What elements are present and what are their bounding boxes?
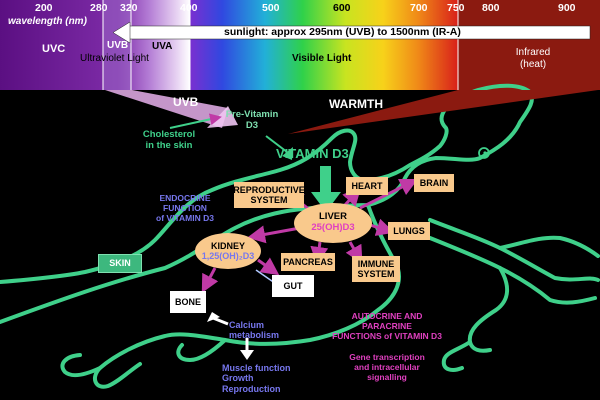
brain-box: BRAIN [414, 174, 454, 192]
immune-line2: SYSTEM [357, 269, 395, 279]
gut-box: GUT [272, 275, 314, 297]
uv-band [0, 0, 190, 90]
immune-line1: IMMUNE [357, 258, 395, 269]
muscle-label: Muscle function Growth Reproduction [222, 363, 291, 394]
ultraviolet-label: Ultraviolet Light [80, 53, 149, 64]
kidney-line1: KIDNEY [210, 240, 245, 251]
wavelength-label: wavelength (nm) [8, 16, 87, 27]
muscle-line2: Growth [222, 373, 254, 384]
pancreas-label: PANCREAS [283, 256, 333, 267]
calcium-arrow-shaft [212, 316, 229, 326]
skin-box: SKIN [98, 254, 142, 273]
gene-line2: and intracellular [354, 361, 420, 372]
muscle-line1: Muscle function [222, 363, 291, 373]
gene-label: Gene transcription and intracellular sig… [332, 352, 442, 382]
endocrine-line2: FUNCTION [163, 202, 207, 213]
heart-label: HEART [351, 180, 383, 191]
kidney-line2: 1,25(OH)₂D3 [201, 251, 255, 261]
lungs-label: LUNGS [393, 225, 425, 236]
calcium-line1: Calcium [229, 320, 265, 330]
tick-320: 320 [120, 2, 138, 14]
lizard-eye [478, 147, 490, 159]
brain-label: BRAIN [419, 177, 449, 188]
heart-box: HEART [346, 177, 388, 195]
tick-280: 280 [90, 2, 108, 14]
bone-box: BONE [170, 291, 206, 313]
tick-500: 500 [262, 2, 280, 14]
uvc-label: UVC [42, 43, 66, 55]
autocrine-line2: PARACRINE [362, 320, 412, 331]
uvb-beam [105, 90, 228, 128]
calcium-line2: metabolism [229, 330, 280, 341]
vitamin-d3-to-liver-arrow [311, 166, 341, 212]
muscle-line3: Reproduction [222, 383, 281, 394]
gene-line3: signalling [367, 371, 407, 382]
cholesterol-line2: in the skin [145, 139, 193, 151]
tick-800: 800 [482, 2, 500, 14]
uvb-band [103, 0, 131, 90]
autocrine-line3: FUNCTIONS of VITAMIN D3 [332, 330, 442, 341]
cholesterol-arrow [169, 113, 222, 129]
infrared-line2: (heat) [519, 58, 547, 70]
previtamin-line2: D3 [245, 119, 259, 131]
muscle-arrowhead [240, 350, 254, 360]
tick-200: 200 [35, 2, 53, 14]
endocrine-line3: of VITAMIN D3 [156, 212, 214, 223]
uvb-band-label: UVB [107, 40, 129, 51]
sunlight-label: sunlight: approx 295nm (UVB) to 1500nm (… [224, 26, 461, 38]
warmth-label: WARMTH [329, 97, 383, 111]
gene-line1: Gene transcription [349, 352, 425, 362]
visible-label: Visible Light [292, 53, 352, 64]
uvb-label: UVB [173, 95, 199, 109]
reproductive-line1: REPRODUCTIVE [233, 184, 305, 195]
autocrine-line1: AUTOCRINE AND [351, 311, 423, 321]
lizard-outline [0, 83, 600, 389]
reproductive-system-box: REPRODUCTIVE SYSTEM [233, 182, 305, 208]
cholesterol-line1: Cholesterol [142, 129, 196, 140]
tick-700: 700 [410, 2, 428, 14]
pancreas-box: PANCREAS [281, 253, 335, 271]
immune-system-box: IMMUNE SYSTEM [352, 256, 400, 282]
uva-label: UVA [152, 41, 173, 52]
infrared-band [458, 0, 600, 90]
liver-ellipse: LIVER 25(OH)D3 [294, 203, 372, 243]
previtamin-line1: Pre-Vitamin [225, 109, 279, 120]
liver-line2: 25(OH)D3 [311, 222, 355, 233]
endocrine-line1: ENDOCRINE [159, 193, 211, 203]
lungs-box: LUNGS [388, 222, 430, 240]
calcium-label: Calcium metabolism [229, 320, 279, 341]
warmth-beam [288, 90, 598, 134]
kidney-arrows [201, 257, 280, 293]
previtamin-arrowhead [282, 147, 293, 160]
tick-750: 750 [447, 2, 465, 14]
endocrine-label: ENDOCRINE FUNCTION of VITAMIN D3 [140, 193, 230, 223]
cholesterol-label: Cholesterol in the skin [134, 129, 204, 152]
sunlight-left-arrowhead [112, 21, 131, 44]
infrared-line1: Infrared [515, 47, 551, 58]
previtamin-arrow [265, 135, 288, 153]
bone-label: BONE [174, 296, 201, 307]
lizard-pupil [483, 151, 487, 155]
tick-400: 400 [180, 2, 198, 14]
vitamin-d3-label: VITAMIN D3 [276, 146, 349, 161]
visible-band [190, 0, 458, 90]
liver-line1: LIVER [319, 211, 347, 223]
tick-600: 600 [333, 2, 351, 14]
skin-label: SKIN [109, 258, 131, 269]
kidney-ellipse: KIDNEY 1,25(OH)₂D3 [195, 233, 261, 269]
reproductive-line2: SYSTEM [250, 195, 288, 205]
autocrine-label: AUTOCRINE AND PARACRINE FUNCTIONS of VIT… [322, 311, 452, 341]
gut-label: GUT [283, 280, 303, 291]
tick-900: 900 [558, 2, 576, 14]
previtamin-label: Pre-Vitamin D3 [220, 109, 284, 132]
infrared-label: Infrared (heat) [498, 47, 568, 70]
